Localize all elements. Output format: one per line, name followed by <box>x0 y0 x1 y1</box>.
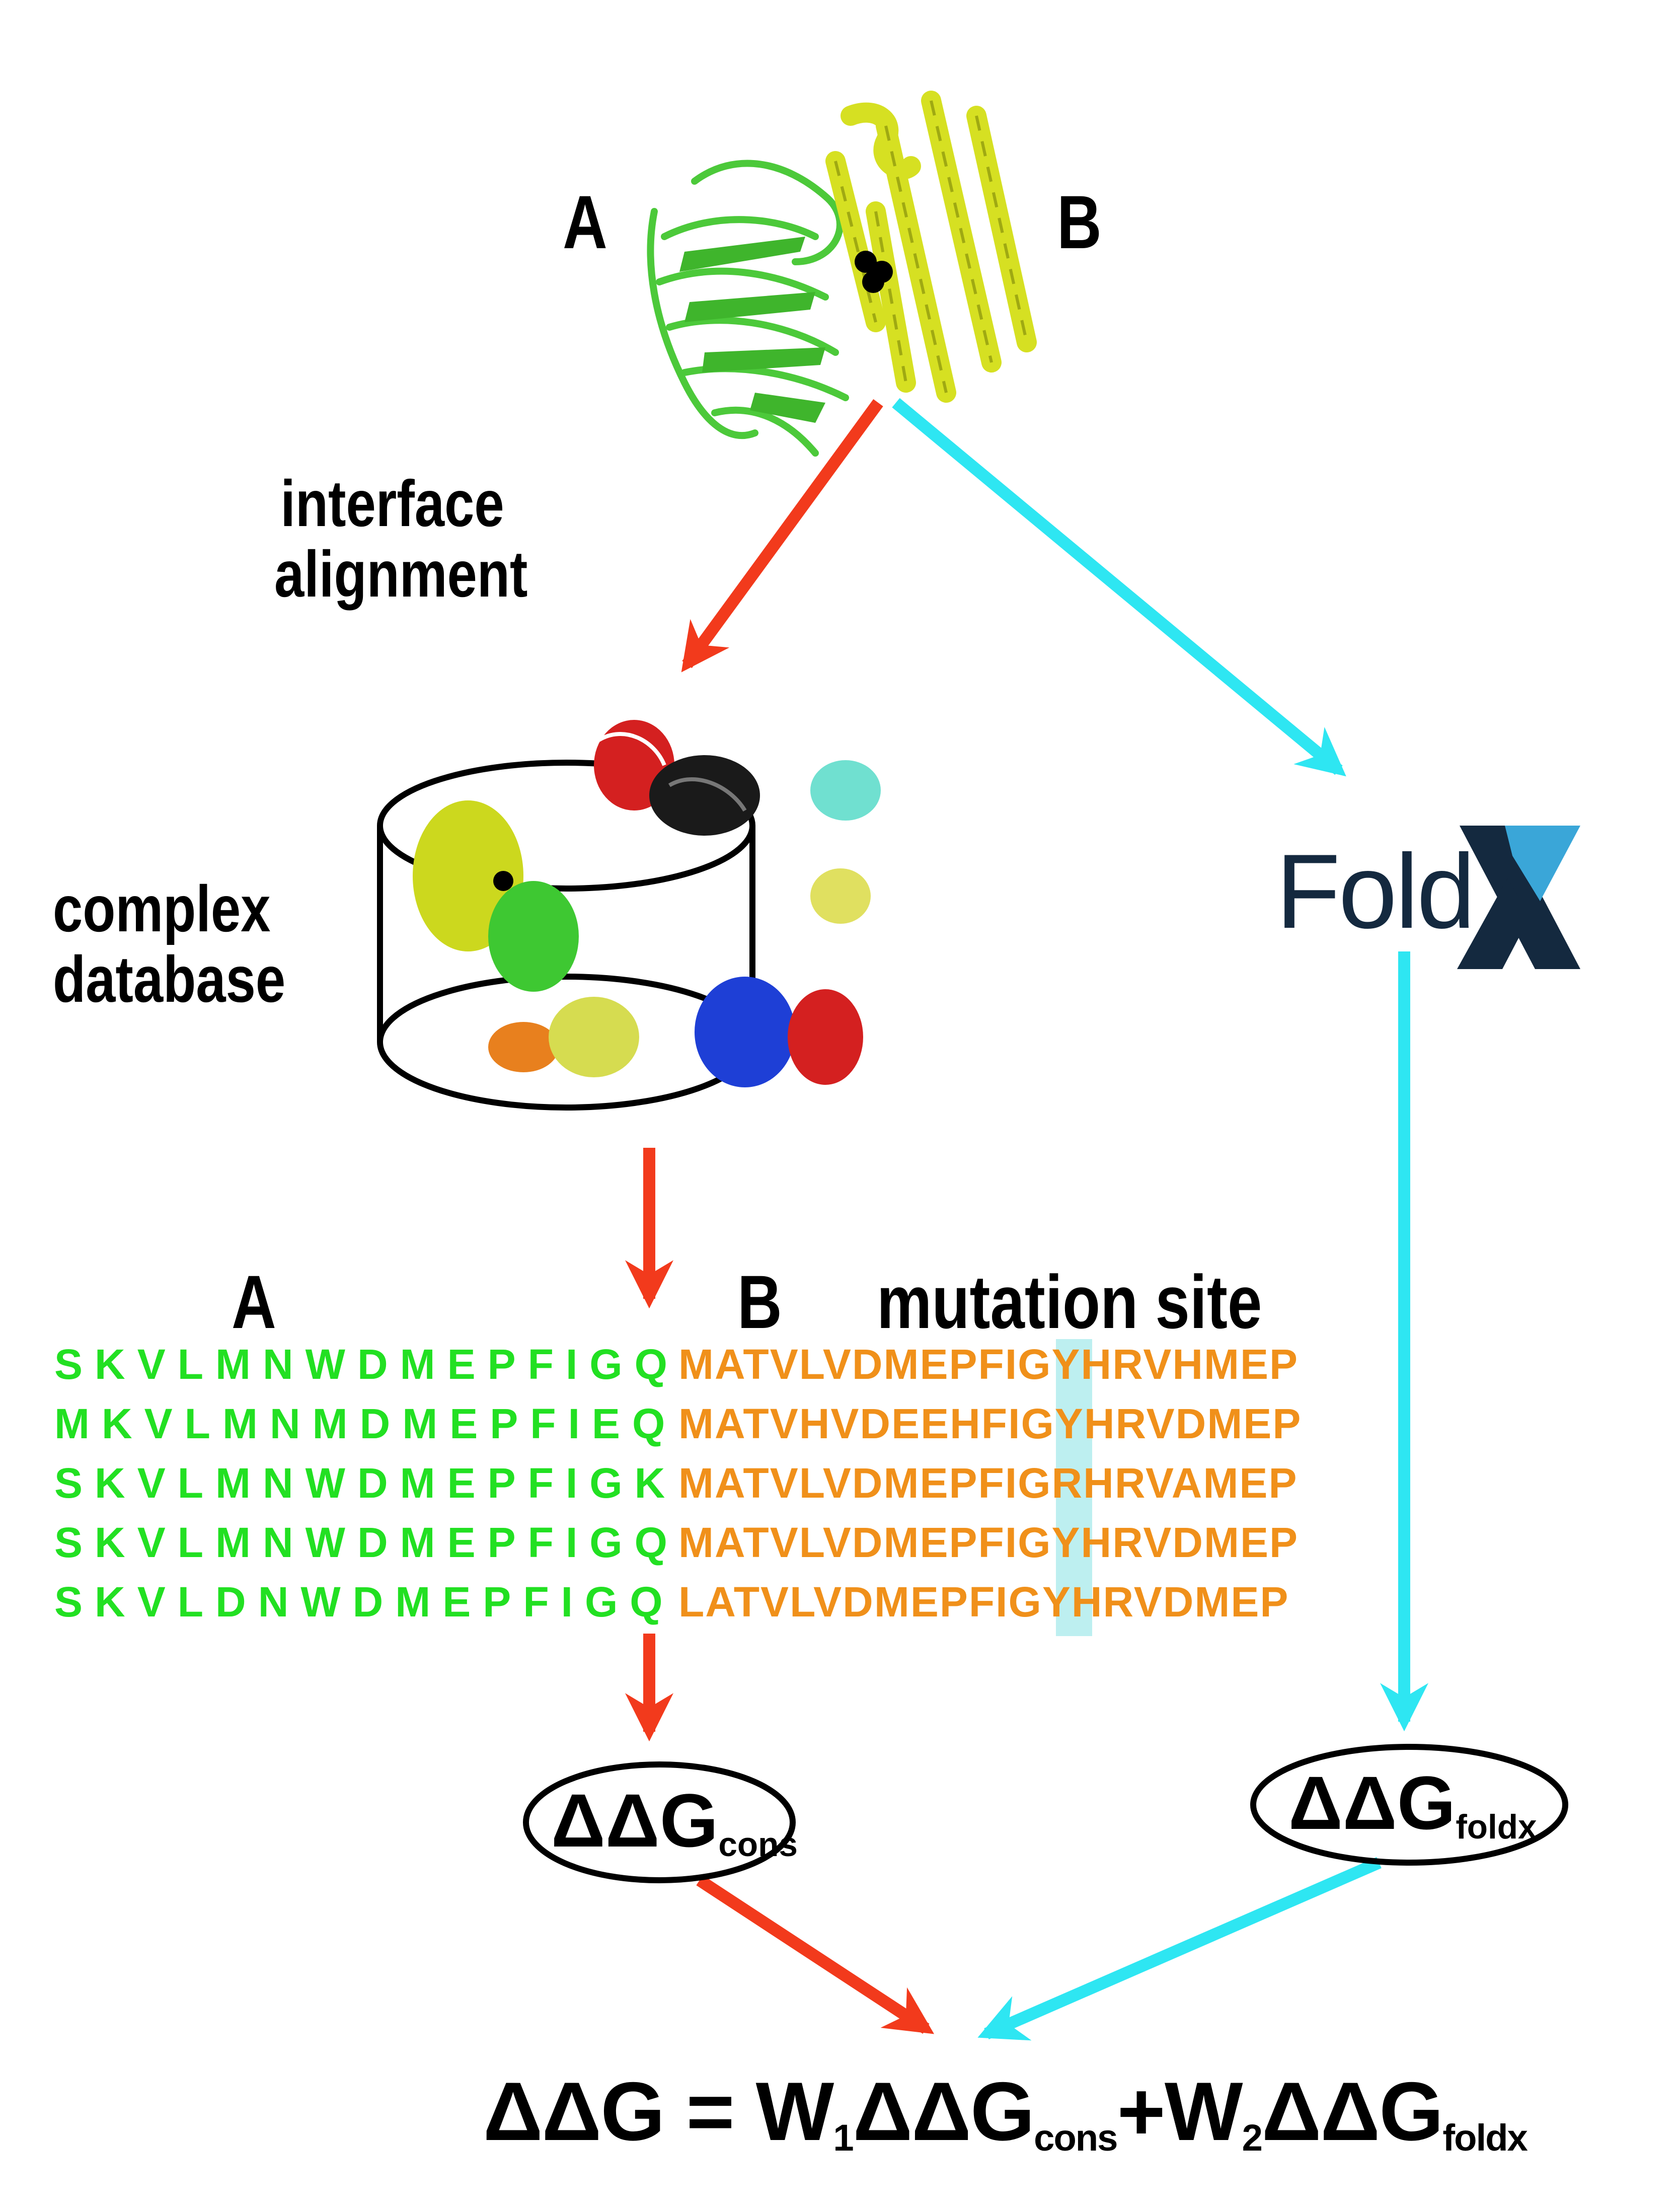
formula-term-2: ΔΔG <box>1261 2065 1444 2158</box>
chain-a-sequence-2: MKVLMNMDMEPFIEQ <box>54 1400 677 1447</box>
yellow-green-complex <box>413 800 579 992</box>
chain-b-sequence-3: MATVLVDMEPFIGRHRVAMEP <box>678 1459 1298 1507</box>
foldx-logo-text: Fold <box>1276 832 1476 950</box>
ddg-cons-node-outline <box>523 1761 796 1883</box>
mutation-site-header: mutation site <box>877 1260 1262 1344</box>
blue-red-complex <box>695 977 863 1087</box>
interface-alignment-line-1: interface <box>280 467 504 540</box>
complex-database-line-1: complex <box>53 872 271 945</box>
ddg-cons-subscript: cons <box>718 1825 798 1864</box>
formula-term-1-subscript: cons <box>1034 2116 1118 2159</box>
ddg-foldx-subscript: foldx <box>1456 1808 1537 1846</box>
cyan-complex <box>810 760 881 924</box>
interface-alignment-label: interface alignment <box>274 468 527 609</box>
chain-b-sequence-4: MATVLVDMEPFIGYHRVDMEP <box>678 1519 1299 1566</box>
formula-lhs: ΔΔG <box>483 2065 665 2158</box>
chain-b-sequence-5: LATVLVDMEPFIGYHRVDMEP <box>678 1578 1289 1626</box>
interface-residue-marker <box>855 251 893 293</box>
formula-term-2-subscript: foldx <box>1442 2116 1528 2159</box>
ddg-cons-symbol: ΔΔG <box>551 1778 719 1863</box>
formula-weight-1-subscript: 1 <box>833 2116 854 2159</box>
protein-complex-illustration <box>647 91 1037 457</box>
ddg-foldx-node-outline <box>1250 1744 1568 1866</box>
alignment-header-a: A <box>232 1260 276 1344</box>
chain-b-sequence-1: MATVLVDMEPFIGYHRVHMEP <box>678 1341 1299 1388</box>
foldx-path-arrows <box>892 398 1428 2041</box>
formula-weight-2: W <box>1164 2065 1243 2158</box>
chain-b-sequence-2: MATVHVDEEHFIGYHRVDMEP <box>678 1400 1302 1447</box>
orange-yellow-complex <box>488 997 639 1077</box>
ddg-foldx-symbol: ΔΔG <box>1288 1760 1456 1845</box>
conservation-path-arrows <box>625 399 935 2034</box>
combined-ddg-formula: ΔΔG = W1ΔΔGcons+W2ΔΔGfoldx <box>483 2064 1528 2159</box>
formula-equals: = <box>686 2065 734 2158</box>
formula-weight-2-subscript: 2 <box>1242 2116 1263 2159</box>
chain-a-label: A <box>563 180 607 264</box>
chain-a-sequence-4: SKVLMNWDMEPFIGQ <box>54 1519 679 1566</box>
chain-b-label: B <box>1057 180 1102 264</box>
formula-weight-1: W <box>755 2065 834 2158</box>
formula-plus: + <box>1117 2065 1165 2158</box>
interface-alignment-line-2: alignment <box>274 537 528 611</box>
chain-a-sequence-1: SKVLMNWDMEPFIGQ <box>54 1341 679 1388</box>
foldx-logo-mark <box>1457 826 1580 969</box>
red-black-complex <box>594 720 760 836</box>
chain-a-sequence-3: SKVLMNWDMEPFIGK <box>54 1459 677 1507</box>
ddg-cons-node-label: ΔΔGcons <box>551 1777 798 1864</box>
database-complex-thumbnails <box>413 720 881 1087</box>
complex-database-line-2: database <box>53 942 286 1016</box>
ddg-foldx-node-label: ΔΔGfoldx <box>1288 1759 1537 1847</box>
complex-database-label: complex database <box>53 873 285 1014</box>
formula-term-1: ΔΔG <box>853 2065 1035 2158</box>
alignment-header-b: B <box>737 1260 782 1344</box>
chain-a-sequence-5: SKVLDNWDMEPFIGQ <box>54 1578 675 1626</box>
mutation-site-highlight <box>1056 1339 1092 1636</box>
